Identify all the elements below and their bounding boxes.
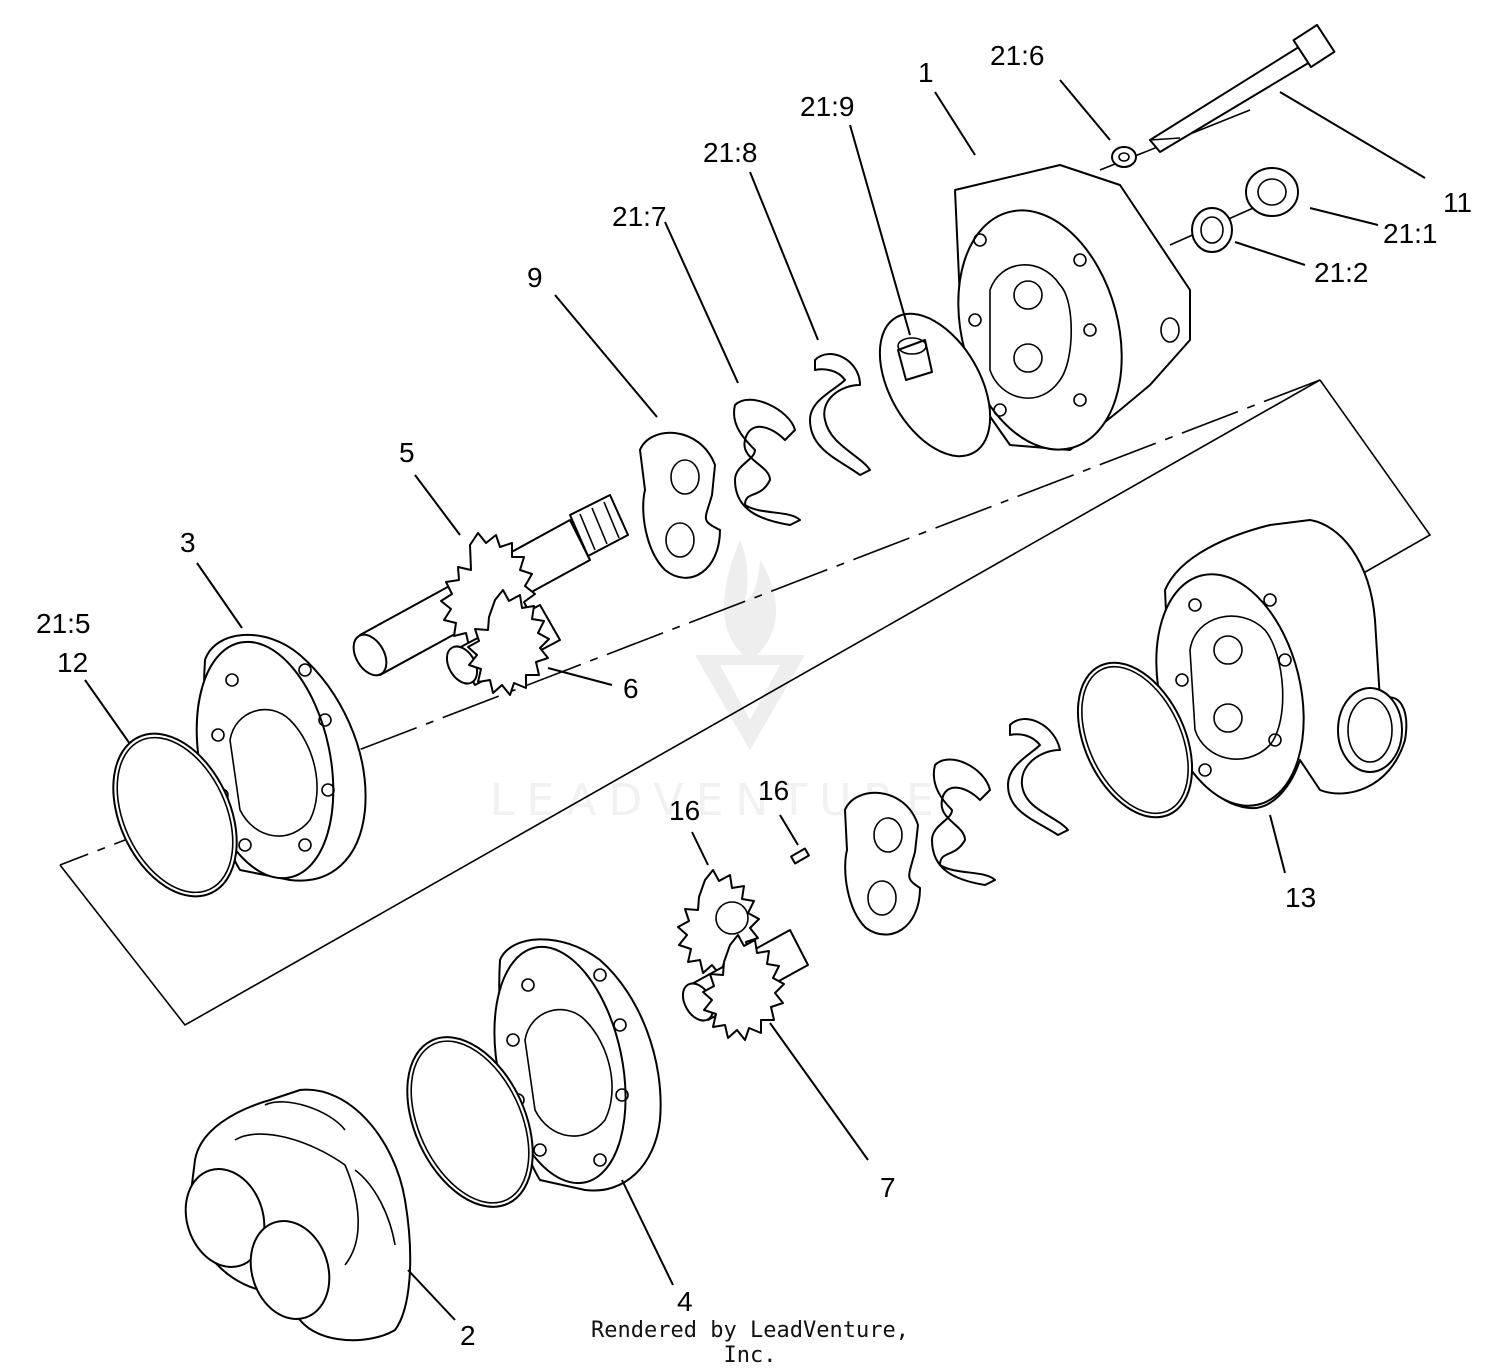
callout-21-6: 21:6 xyxy=(990,40,1045,71)
callouts: 1 21:6 21:9 21:8 21:7 9 11 21:1 21:2 5 3… xyxy=(36,40,1472,1351)
callout-13: 13 xyxy=(1285,882,1316,913)
callout-21-1: 21:1 xyxy=(1383,218,1438,249)
callout-16-gear: 16 xyxy=(669,795,700,826)
lower-seal-clip xyxy=(1007,718,1069,836)
callout-16-pin: 16 xyxy=(758,775,789,806)
callout-1: 1 xyxy=(918,57,934,88)
callout-4: 4 xyxy=(677,1286,693,1317)
part-21-7-backup-ring xyxy=(733,398,801,526)
callout-5: 5 xyxy=(399,437,415,468)
part-21-9-gasket xyxy=(878,312,992,458)
part-7-idler-gear xyxy=(681,929,809,1041)
lower-backup-ring xyxy=(931,758,996,886)
part-4-o-ring xyxy=(406,1036,534,1208)
callout-9: 9 xyxy=(527,262,543,293)
footer-credit: Rendered by LeadVenture, Inc. xyxy=(591,1318,909,1368)
part-6-driven-gear xyxy=(445,589,561,696)
part-9-wear-plate xyxy=(639,431,721,579)
callout-21-5: 21:5 xyxy=(36,608,91,639)
callout-3: 3 xyxy=(180,527,196,558)
callout-7: 7 xyxy=(880,1172,896,1203)
part-3-gear-body xyxy=(195,634,367,882)
part-21-1-seal xyxy=(1245,167,1299,217)
part-2-rear-cover xyxy=(184,1088,412,1342)
callout-12: 12 xyxy=(57,647,88,678)
part-21-2-seal xyxy=(1191,207,1233,253)
callout-21-9: 21:9 xyxy=(800,91,855,122)
callout-21-8: 21:8 xyxy=(703,137,758,168)
part-11-bolt xyxy=(1149,23,1336,153)
part-21-8-seal xyxy=(809,353,871,476)
part-16-pin xyxy=(790,847,810,865)
watermark-logo: LEADVENTURE xyxy=(490,540,934,826)
part-13-o-ring xyxy=(1076,661,1194,819)
callout-11: 11 xyxy=(1443,187,1472,218)
part-13-rear-body xyxy=(1155,519,1408,810)
leader-lines xyxy=(84,79,1426,1321)
lower-wear-plate xyxy=(844,791,921,936)
callout-21-7: 21:7 xyxy=(612,201,667,232)
callout-6: 6 xyxy=(623,673,639,704)
callout-21-2: 21:2 xyxy=(1314,257,1369,288)
part-12-o-ring xyxy=(112,732,238,898)
part-21-6-washer xyxy=(1111,146,1137,168)
callout-2: 2 xyxy=(460,1320,476,1351)
